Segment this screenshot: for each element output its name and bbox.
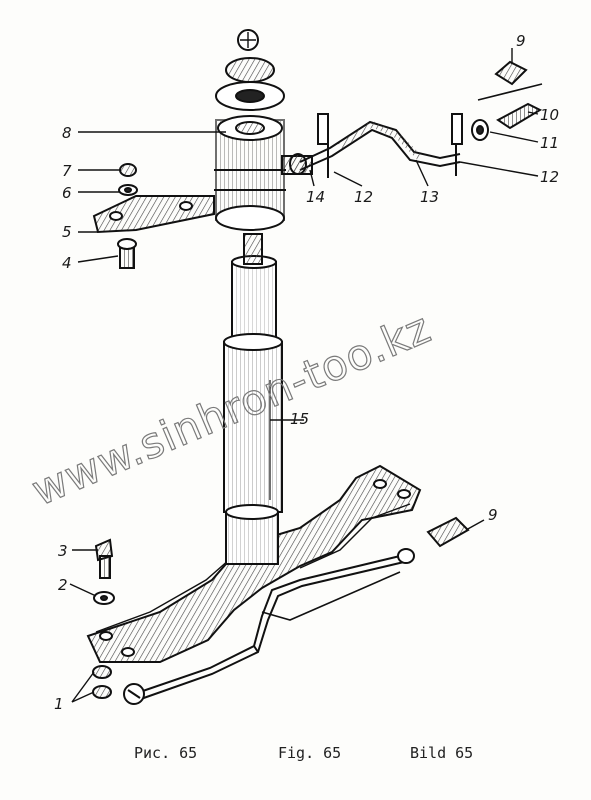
nut-7: [119, 163, 137, 177]
callout-8: 8: [62, 124, 72, 142]
bolt-3: [94, 538, 114, 579]
arm-plate-5: [92, 195, 215, 234]
callout-12-right: 12: [540, 168, 559, 186]
washer-11: [471, 119, 489, 141]
fitting-9-upper: [477, 60, 543, 101]
callout-14: 14: [306, 188, 325, 206]
callout-15: 15: [290, 410, 309, 428]
callout-12-left: 12: [354, 188, 373, 206]
callout-5: 5: [62, 223, 72, 241]
upper-fuel-line-13: [299, 120, 461, 171]
lower-fuel-pipe: [133, 555, 405, 701]
callout-9-lower: 9: [488, 506, 498, 524]
fitting-9-lower: [397, 516, 470, 564]
union-bolt-10: [496, 102, 543, 130]
caption-english: Fig. 65: [278, 744, 342, 762]
callout-7: 7: [62, 162, 72, 180]
steering-column-15: [223, 233, 283, 565]
caption-german: Bild 65: [410, 744, 474, 762]
callout-4: 4: [62, 254, 72, 272]
washer-2: [93, 591, 115, 605]
washer-6: [118, 184, 138, 196]
nuts-1: [92, 665, 145, 705]
leader-lines: [69, 48, 539, 703]
callout-2: 2: [58, 576, 68, 594]
callout-3: 3: [58, 542, 68, 560]
callout-9-upper: 9: [516, 32, 526, 50]
union-14: [289, 153, 307, 175]
callout-6: 6: [62, 184, 72, 202]
callout-10: 10: [540, 106, 559, 124]
callout-labels: 1 2 3 4 5 6 7 8 9 9 10 11 12 12 13 14 15: [54, 32, 559, 713]
callout-13: 13: [420, 188, 439, 206]
callout-11: 11: [540, 134, 559, 152]
clip-12-left: [317, 113, 329, 178]
clamp-assembly-8: [214, 29, 313, 231]
clip-12-right: [451, 113, 463, 176]
bolt-4: [117, 238, 137, 269]
caption-russian: Рис. 65: [134, 744, 198, 762]
callout-1: 1: [54, 695, 64, 713]
